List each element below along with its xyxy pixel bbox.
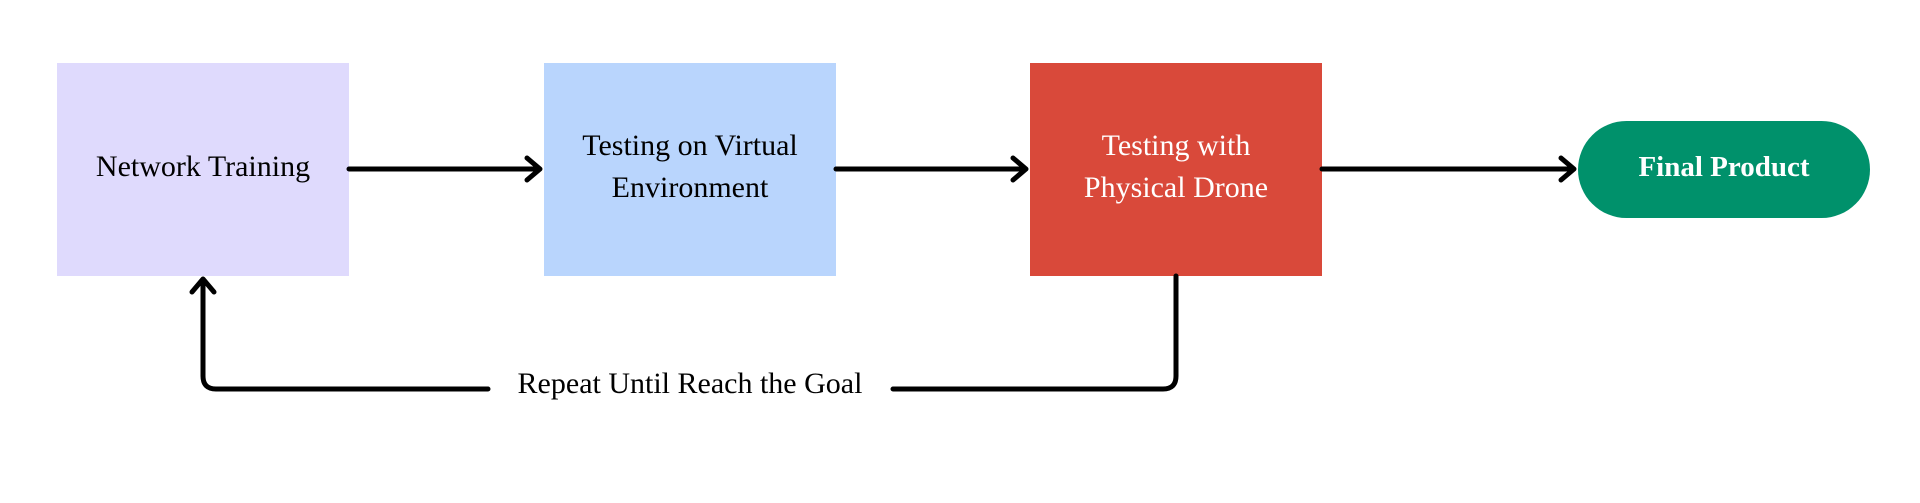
node-network-training[interactable]: Network Training <box>57 63 349 276</box>
arrow-physical-to-final <box>1319 155 1577 183</box>
node-final-product[interactable]: Final Product <box>1578 121 1870 218</box>
node-virtual-testing-box <box>544 63 836 276</box>
node-physical-testing-label-line1: Testing with <box>1102 129 1251 162</box>
feedback-loop-arrow <box>189 273 1179 392</box>
node-physical-testing-label-line2: Physical Drone <box>1084 171 1268 204</box>
node-physical-testing[interactable]: Testing with Physical Drone <box>1030 63 1322 276</box>
node-virtual-testing-label-line2: Environment <box>612 171 769 204</box>
node-network-training-box <box>57 63 349 276</box>
node-virtual-testing-label-line1: Testing on Virtual <box>582 129 798 162</box>
node-network-training-label: Network Training <box>96 150 310 183</box>
node-final-product-label: Final Product <box>1638 151 1809 183</box>
node-virtual-testing[interactable]: Testing on Virtual Environment <box>544 63 836 276</box>
node-physical-testing-box <box>1030 63 1322 276</box>
arrow-training-to-virtual <box>346 155 543 183</box>
node-final-product-pill <box>1578 121 1870 218</box>
feedback-loop-label: Repeat Until Reach the Goal <box>518 367 863 400</box>
arrow-virtual-to-physical <box>833 155 1029 183</box>
